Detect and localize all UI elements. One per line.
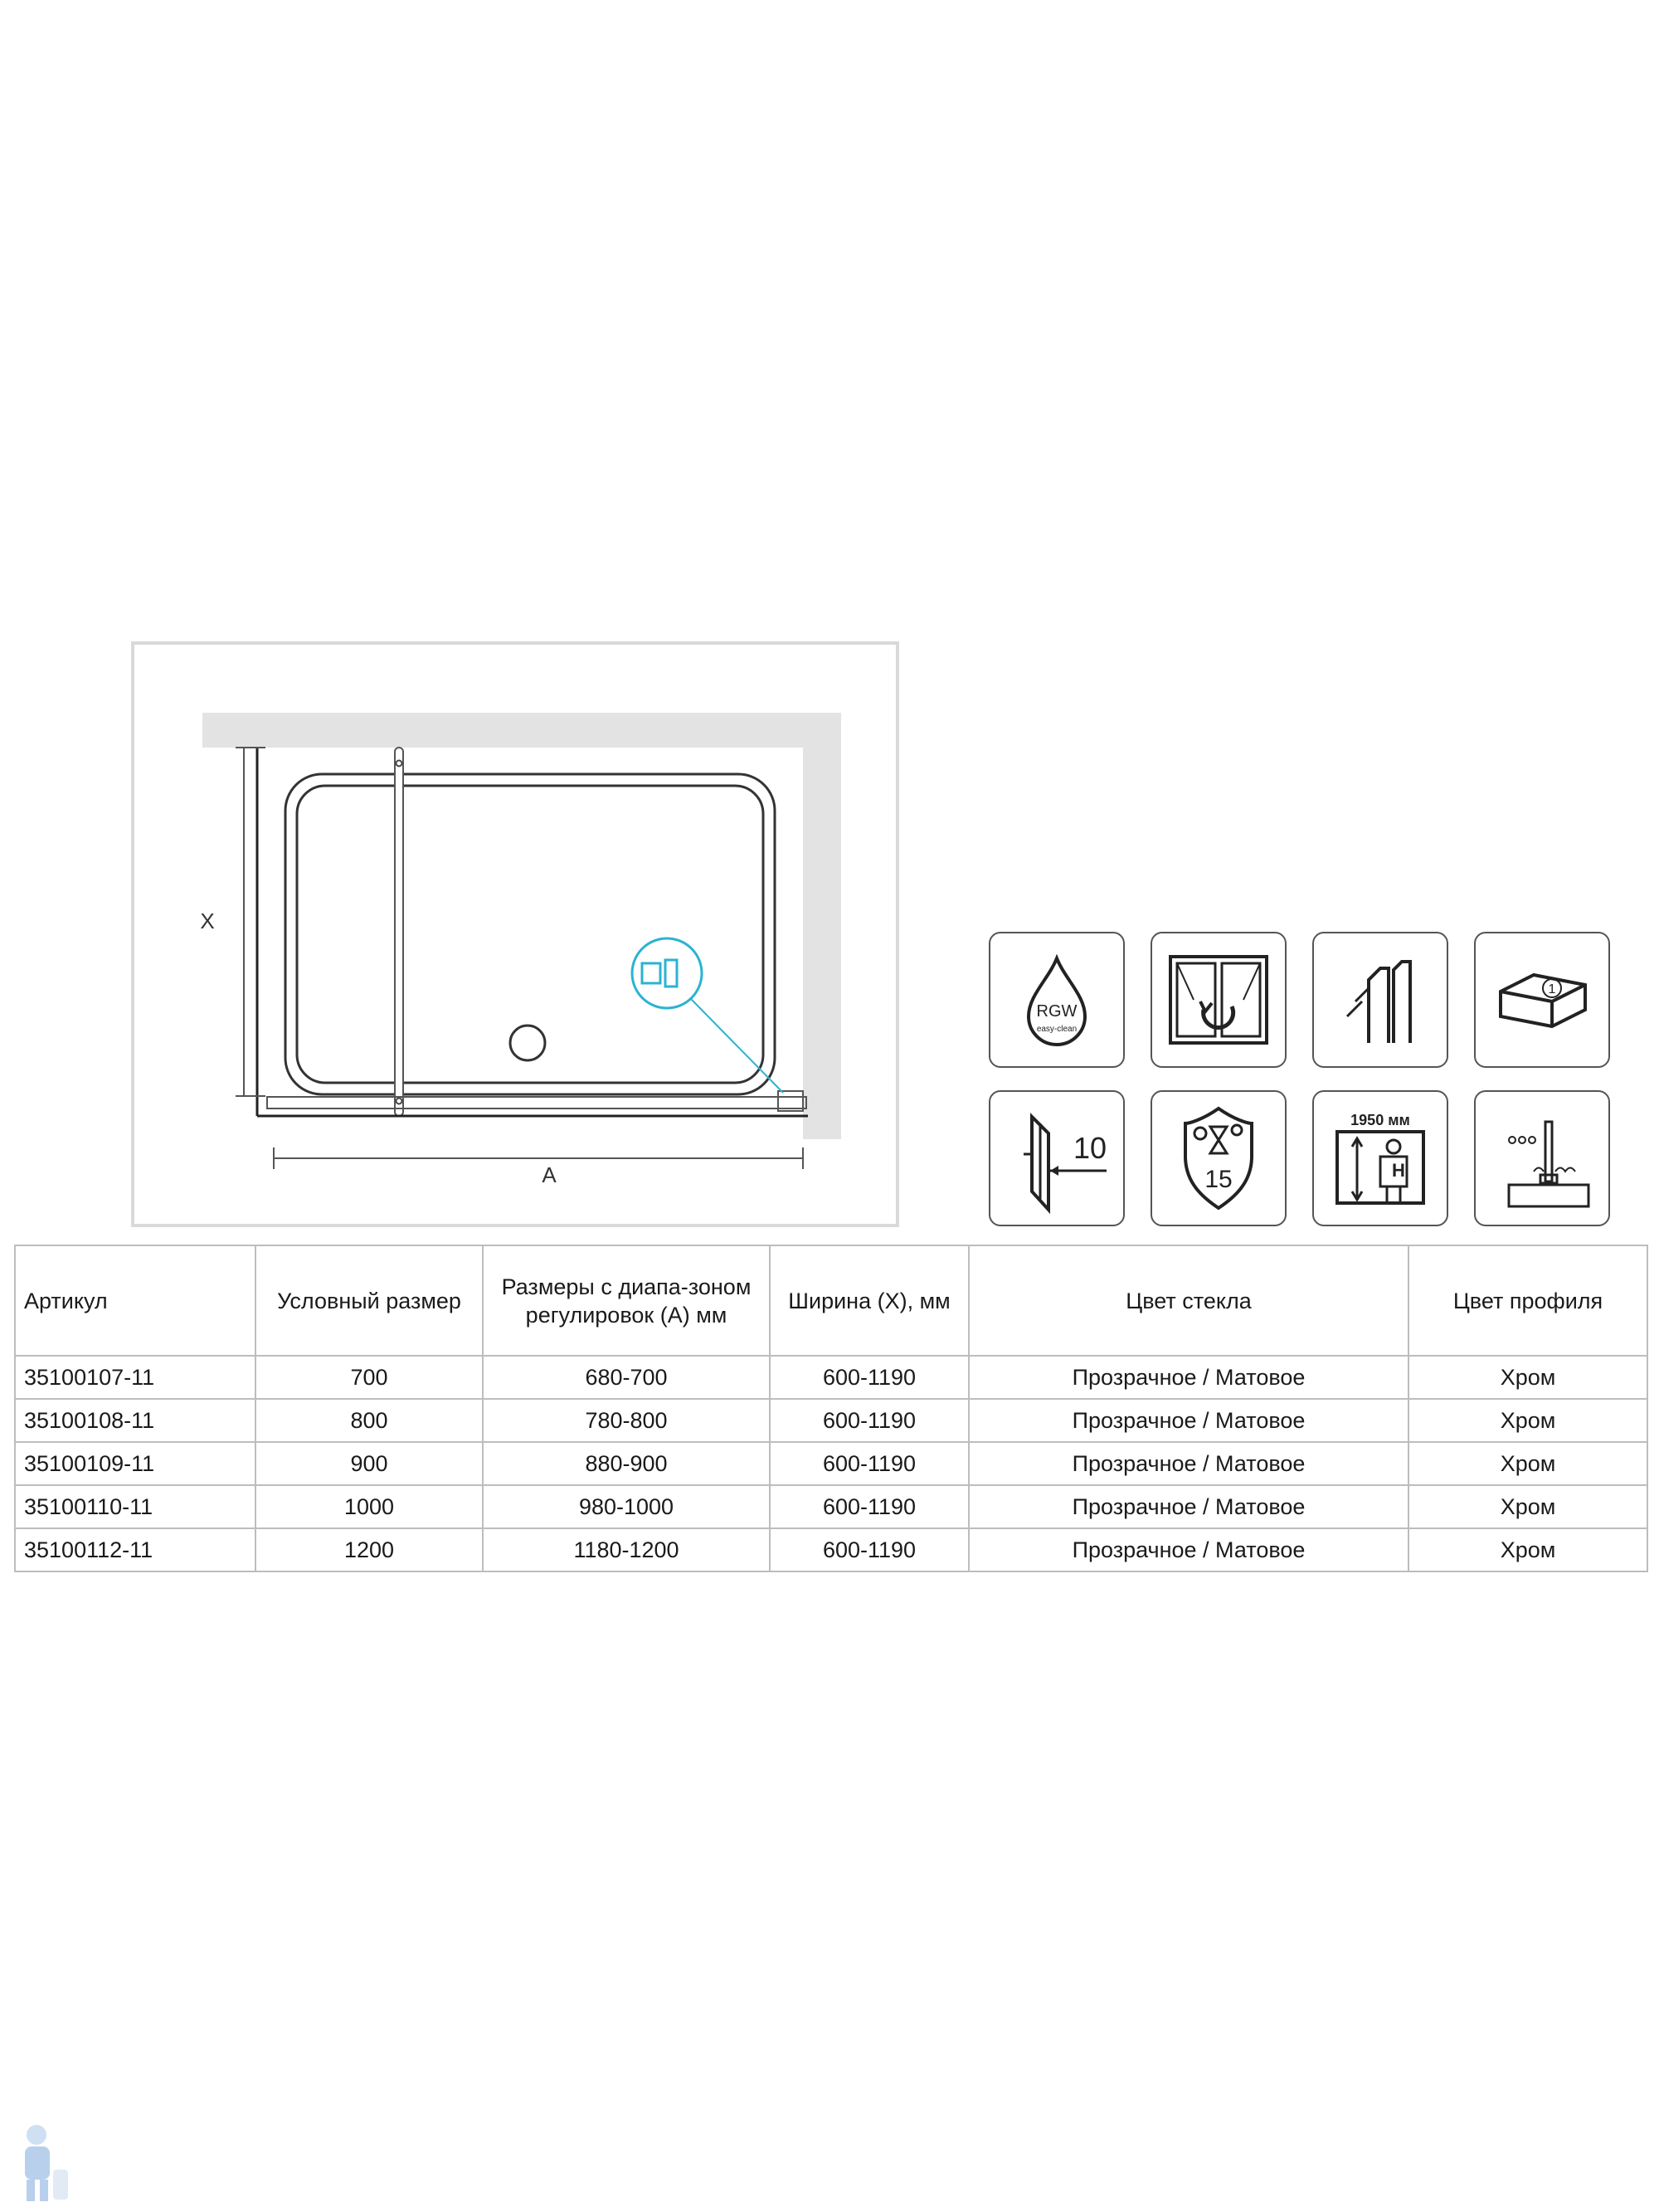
- svg-text:1: 1: [1549, 982, 1556, 996]
- cell-glass-color: Прозрачное / Матовое: [968, 1398, 1409, 1443]
- side-wall: [803, 713, 841, 1139]
- reversible-door-icon: [1151, 932, 1287, 1068]
- header-article: Артикул: [14, 1245, 256, 1357]
- plan-drawing: X A: [131, 641, 899, 1227]
- cell-article: 35100112-11: [14, 1527, 256, 1572]
- cell-article: 35100108-11: [14, 1398, 256, 1443]
- table-row: 35100112-11 1200 1180-1200 600-1190 Проз…: [14, 1527, 1648, 1572]
- cell-nominal-size: 700: [255, 1355, 484, 1400]
- back-wall: [202, 713, 841, 748]
- x-dimension-label: X: [200, 909, 214, 933]
- header-width: Ширина (Х), мм: [769, 1245, 970, 1357]
- cell-glass-color: Прозрачное / Матовое: [968, 1355, 1409, 1400]
- cell-adjustment-range: 980-1000: [482, 1484, 771, 1529]
- svg-text:1950 мм: 1950 мм: [1350, 1112, 1410, 1128]
- cell-width: 600-1190: [769, 1398, 970, 1443]
- table-header-row: Артикул Условный размер Размеры с диапа-…: [14, 1245, 1648, 1357]
- plan-drawing-svg: X A: [200, 713, 841, 1187]
- cell-width: 600-1190: [769, 1441, 970, 1486]
- table-row: 35100110-11 1000 980-1000 600-1190 Прозр…: [14, 1484, 1648, 1529]
- height-1950-icon: 1950 мм H: [1312, 1090, 1448, 1226]
- cell-profile-color: Хром: [1408, 1441, 1648, 1486]
- cell-width: 600-1190: [769, 1484, 970, 1529]
- cell-article: 35100109-11: [14, 1441, 256, 1486]
- cell-width: 600-1190: [769, 1355, 970, 1400]
- table-row: 35100108-11 800 780-800 600-1190 Прозрач…: [14, 1398, 1648, 1443]
- header-glass-color: Цвет стекла: [968, 1245, 1409, 1357]
- header-profile-color: Цвет профиля: [1408, 1245, 1648, 1357]
- cell-profile-color: Хром: [1408, 1527, 1648, 1572]
- svg-text:easy-clean: easy-clean: [1037, 1025, 1077, 1034]
- drain-circle: [508, 1024, 547, 1062]
- table-row: 35100107-11 700 680-700 600-1190 Прозрач…: [14, 1355, 1648, 1400]
- cell-profile-color: Хром: [1408, 1398, 1648, 1443]
- header-adjustment-range: Размеры с диапа-зоном регулировок (А) мм: [482, 1245, 771, 1357]
- cell-adjustment-range: 680-700: [482, 1355, 771, 1400]
- header-nominal-size: Условный размер: [255, 1245, 484, 1357]
- bottom-profile: [266, 1096, 807, 1109]
- cell-glass-color: Прозрачное / Матовое: [968, 1527, 1409, 1572]
- cell-adjustment-range: 880-900: [482, 1441, 771, 1486]
- cell-nominal-size: 900: [255, 1441, 484, 1486]
- svg-text:10: 10: [1073, 1131, 1107, 1165]
- cell-article: 35100107-11: [14, 1355, 256, 1400]
- wall-profile-adjust-icon: [1312, 932, 1448, 1068]
- cell-adjustment-range: 1180-1200: [482, 1527, 771, 1572]
- cell-glass-color: Прозрачное / Матовое: [968, 1441, 1409, 1486]
- cell-profile-color: Хром: [1408, 1355, 1648, 1400]
- package-count-icon: 1: [1474, 932, 1610, 1068]
- cell-nominal-size: 1200: [255, 1527, 484, 1572]
- spec-table: Артикул Условный размер Размеры с диапа-…: [14, 1245, 1648, 1572]
- a-dimension-label: A: [542, 1162, 557, 1187]
- table-row: 35100109-11 900 880-900 600-1190 Прозрач…: [14, 1441, 1648, 1486]
- cell-width: 600-1190: [769, 1527, 970, 1572]
- cell-adjustment-range: 780-800: [482, 1398, 771, 1443]
- glass-thickness-icon: 10: [989, 1090, 1125, 1226]
- cell-nominal-size: 1000: [255, 1484, 484, 1529]
- detail-callout: [630, 937, 703, 1010]
- svg-text:15: 15: [1204, 1166, 1232, 1193]
- water-seal-icon: [1474, 1090, 1610, 1226]
- mascot-watermark: [25, 2125, 68, 2201]
- svg-text:RGW: RGW: [1037, 1002, 1078, 1021]
- cell-article: 35100110-11: [14, 1484, 256, 1529]
- tray-inner: [295, 784, 765, 1084]
- cell-glass-color: Прозрачное / Матовое: [968, 1484, 1409, 1529]
- cell-nominal-size: 800: [255, 1398, 484, 1443]
- glass-panel: [394, 747, 404, 1117]
- tray-outer: [284, 772, 776, 1096]
- rgw-easy-clean-icon: RGW easy-clean: [989, 932, 1125, 1068]
- cell-profile-color: Хром: [1408, 1484, 1648, 1529]
- svg-text:H: H: [1392, 1160, 1405, 1181]
- warranty-shield-icon: 15: [1151, 1090, 1287, 1226]
